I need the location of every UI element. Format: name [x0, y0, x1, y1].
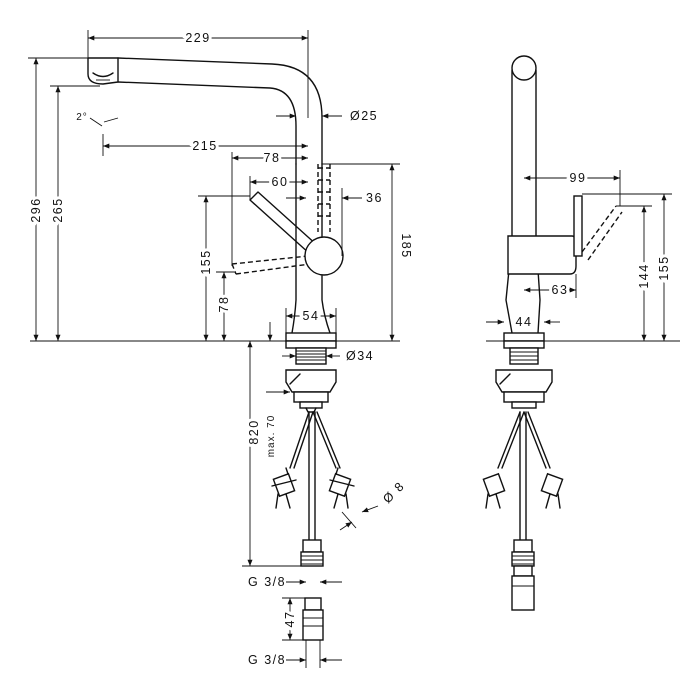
- dim-lever-reach-78: 78: [264, 151, 281, 165]
- dim-side-base-44: 44: [516, 315, 533, 329]
- side-hose-center: [519, 411, 527, 541]
- hose-fitting-left: [271, 467, 297, 509]
- dim-spout-angle: 2°: [76, 112, 88, 123]
- dim-side-lever-height-155: 155: [657, 255, 671, 280]
- side-view: [482, 55, 680, 611]
- dim-supply-length: 820: [247, 419, 261, 444]
- side-mounting-bracket: [495, 369, 553, 393]
- nut-lower: [299, 401, 323, 409]
- dim-lever-offset-36: 36: [366, 191, 383, 205]
- dim-spout-tube-diameter: Ø25: [350, 109, 378, 123]
- dim-lever-reach-60: 60: [272, 175, 289, 189]
- dim-supply-max: max. 70: [266, 415, 277, 458]
- dim-connector-height: 47: [283, 611, 297, 628]
- dim-lever-height-155: 155: [199, 249, 213, 274]
- dim-side-lever-reach: 99: [570, 171, 587, 185]
- dim-body-width: 54: [303, 309, 320, 323]
- side-hose-fittings: [482, 472, 564, 509]
- dim-connector-bottom: G 3/8: [248, 653, 286, 667]
- aerator-outlet: [92, 72, 114, 78]
- hose-left: [289, 411, 314, 469]
- side-shank-collar: [503, 340, 545, 349]
- dim-spout-reach: 229: [185, 31, 210, 45]
- side-dimensions: 99 63 44 144 155: [486, 168, 674, 341]
- hose-center: [308, 411, 316, 541]
- lever-handle: [249, 191, 319, 255]
- lever-hub: [304, 236, 344, 276]
- faucet-base: [285, 332, 337, 342]
- dim-lever-height-78: 78: [217, 296, 231, 313]
- bracket-clip: [289, 373, 301, 385]
- dim-shank-diameter: Ø34: [346, 349, 374, 363]
- side-mounting-nut: [503, 391, 545, 403]
- side-hose-right: [523, 411, 551, 469]
- dim-body-height-185: 185: [399, 233, 413, 258]
- dim-connector-top: G 3/8: [248, 575, 286, 589]
- dim-side-lever-height-144: 144: [637, 263, 651, 288]
- center-connector: [300, 539, 324, 641]
- spout-arm: [117, 57, 323, 165]
- front-dimensions: 229 2° Ø25 215 78 60 36 296 265: [26, 28, 416, 668]
- lever-alt-position: [231, 255, 311, 275]
- dim-hose-diameter: Ø 8: [380, 479, 407, 506]
- shank-collar: [285, 340, 337, 349]
- side-body-hub: [507, 235, 577, 275]
- dim-spout-projection: 215: [192, 139, 217, 153]
- side-shank-thread: [509, 347, 539, 365]
- dim-spout-outlet-height: 265: [51, 197, 65, 222]
- front-view: [30, 57, 380, 641]
- side-lever-stem: [573, 195, 583, 257]
- hose-fitting-right: [328, 467, 355, 509]
- side-lever-swing: [581, 205, 623, 261]
- nut-teeth: [305, 407, 317, 413]
- dim-total-height: 296: [29, 197, 43, 222]
- aerator-head: [87, 57, 119, 85]
- side-spout-top: [511, 55, 537, 81]
- mounting-nut: [293, 391, 329, 403]
- side-column: [505, 69, 541, 334]
- side-center-connector: [511, 539, 535, 611]
- shank-thread: [295, 347, 327, 365]
- dim-side-base-63: 63: [552, 283, 569, 297]
- side-base: [503, 332, 545, 342]
- spout-swing-dashed: [317, 164, 331, 232]
- hose-right: [312, 411, 341, 469]
